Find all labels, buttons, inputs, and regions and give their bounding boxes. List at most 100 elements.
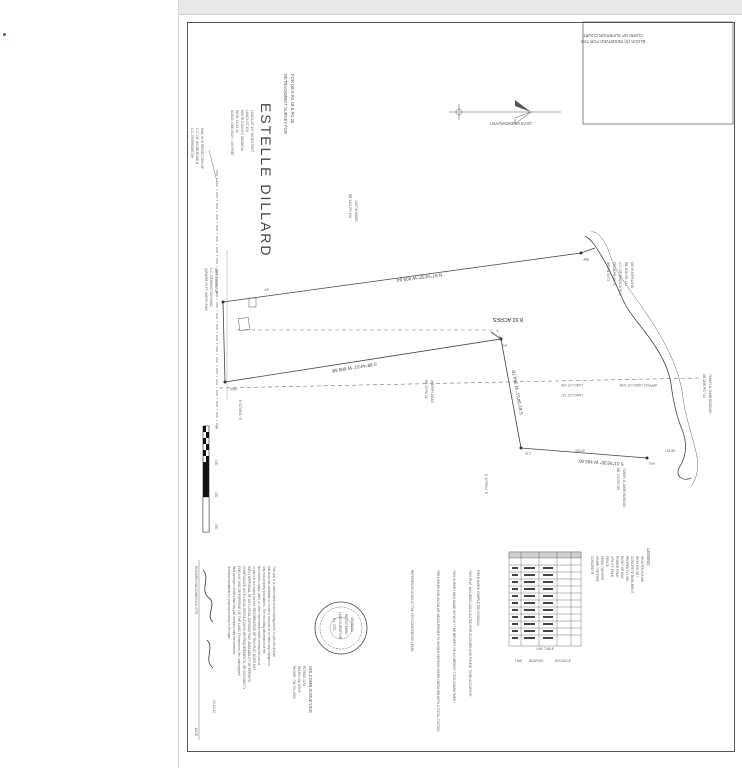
monument-label-6: MAG [229,387,237,391]
clerk-block-line-1: BLOCK (S) RESERVED FOR THE [581,39,646,44]
adjoiner-se-2: DB 1166 PG 714 [702,374,706,398]
land-lot-lower: LAND LOT 137 [561,393,583,397]
acreage-label: 8.92 ACRES [492,316,523,322]
bearing-tie: N 32°58'14" E [484,474,488,494]
cert-line-8: FOR ANY USE OR PURPOSE OF THE LAND. Furt… [237,566,241,676]
legend-item-1: IRON PIN FOUND [640,556,644,583]
cert-line-3: any real property boundaries. The record… [262,566,266,654]
legend-item-2: IRON PIN SET [635,556,639,577]
road-label-2: C.C. DENNINGTON ROAD [209,268,213,307]
date-label: DATE [194,728,198,736]
monument-label-2: RBF [583,257,589,261]
easement-lines [218,329,700,389]
bearing-road: N 01°56'51" E [238,400,242,420]
monument-label-5: FPS [649,461,655,465]
plat-border [187,22,735,752]
firm-name: HOLCOMB SURVEYING [308,666,313,713]
adjoiner-ne-1: KEITH KIRKLAND [630,262,634,289]
land-lot-line-label: APPROX LAND LOT LINE [619,383,657,387]
cert-line-6: IMPLY APPROVAL OF ANY LOCAL JURISDICTION… [247,566,251,683]
date-note: 10-13-14 [212,700,216,713]
surveyor-seal [314,601,368,655]
location-line-2: LAND LOT 128 [245,110,249,132]
distance-1: 318.90' [575,449,586,453]
marker-dot [3,33,6,36]
monument-label-4: CTP [525,451,531,455]
legend-item-9: OPEN TOP PIPE [600,556,604,580]
firm-line-2: PO BOX 1234 [302,666,306,686]
north-arrow-label: USA/NAD83/GA EAST [490,121,533,126]
surveyor-signature [202,569,214,669]
legend-item-3: CONCRETE MONUMENT [630,556,634,594]
plat-sheet: BLOCK (S) RESERVED FOR THE CLERK OF SUPE… [178,0,742,768]
location-line-1: LAND LOT 137 9th DISTRICT [250,110,254,153]
begin-label-1: NAIL IN INTERSECTION OF [200,128,204,169]
bearing-north: N 87°53'32" W 909.84' [396,272,442,283]
line-table-header-2: BEARING [529,659,544,663]
cert-line-10: technical standards for property surveys… [227,566,231,639]
boundary-lines [222,247,648,459]
firm-line-3: HELEN, GA 30545 [297,666,301,693]
firm-line-4: PHONE: 706-754-0000 [292,666,296,699]
legend-title: LEGEND [646,548,651,565]
adjoiner-south-2: PB 10 PG 51 [424,380,428,399]
begin-label-2: C.C. OF JACOB ROAD & [195,128,199,165]
surveyor-name: RICHARD HOLCOMB RLS# 2752 [194,566,198,615]
creek-boundary [584,235,692,480]
adjoiner-se-1: TAMMY & JAMIE BONDON [708,374,712,414]
adjoiner-ne-2: DB 1136 PG 434 [624,262,628,286]
cert-line-7: COMPLIANCE WITH LOCAL REGULATIONS OR REQ… [242,566,246,690]
note-4: REFERENCE LEVEL AT THE 95% CONFIDENCE LE… [410,570,414,652]
seal-text-4: No. 2752 [332,618,336,631]
cert-line-1: This plat is a retracement of an existin… [272,566,276,657]
cert-line-2: and does not subdivide or create a new p… [267,566,271,666]
monument-label-1: IPF [264,287,269,291]
line-table-header-1: LINE [515,659,522,663]
scale-label-300: 300 [214,524,218,530]
survey-subtitle-1: FOR DB 5 PG 18 & PG 20 [290,74,295,124]
adjoiner-sb-2: DB 722 PG 392 [616,468,620,491]
clerk-block [582,21,734,125]
note-1: THIS PLAT HAS BEEN CALCULATED FOR CLOSUR… [468,570,472,696]
line-table [508,551,582,647]
adjoiner-ne-4: FROM PB 45/73 [612,262,616,286]
location-line-4: DATE: 10-13-14 [235,110,239,133]
bearing-south-east: S 01°56'39" W 483.00' [578,458,624,466]
road-label-1: CENTERLINE OF [214,268,218,294]
legend-item-8: FENCE [605,556,609,567]
legend-item-4: PROPERTY LINE [625,556,629,581]
seal-text-2: REGISTERED [344,614,348,635]
legend: LEGEND IRON PIN FOUND IRON PIN SET CONCR… [590,548,651,594]
line-table-title: LINE TABLE [536,647,554,651]
line-table-cells [512,567,553,639]
scale-bar [202,425,210,533]
distance-2: 163.86' [665,449,676,453]
clerk-block-line-2: CLERK OF SUPERIOR COURT [583,33,643,38]
note-2: THIS SURVEY WAS MADE WITHOUT THE BENEFIT… [452,570,456,703]
north-arrow-icon [449,100,561,125]
legend-item-5: RIGHT OF WAY [620,556,624,580]
legend-item-6: POWER POLE [615,556,619,577]
line-table-header-3: DISTANCE [555,659,571,663]
cert-line-4: documents, maps, plats, or other instrum… [257,566,261,666]
seal-text-3: LAND SURVEYOR [338,612,342,640]
legend-item-10: CRIMP TOP PIPE [595,556,599,582]
bearing-south: S 89°44'31" W 609.59' [331,361,377,373]
cert-line-9: land surveyor certifies that this plat c… [232,566,236,655]
adjoiner-south-1: SHERRY DEAN [430,380,434,404]
scale-label-0: 0 [214,426,218,428]
road-label-3: (GRAVEL 40 FT. WIDTH R/W) [204,268,208,311]
begin-leader [208,149,218,183]
survey-drawing: BLOCK (S) RESERVED FOR THE CLERK OF SUPE… [190,21,734,740]
survey-notes: FIELD WORK COMPLETED 9/29/2014 THIS PLAT… [410,570,480,732]
bearing-east: S 81°34'51" W 344.76' [511,369,524,415]
certification-block: This plat is a retracement of an existin… [227,566,276,690]
adjoiner-ne-5: IPF PB 50/73 [606,262,610,281]
survey-title: ESTELLE DILLARD [258,103,274,258]
adjoiner-north-2: DB 1824 PG 198 [348,194,352,218]
seal-text-1: GEORGIA [350,617,354,633]
location-line-5: SCALE: ONE INCH = 100 FEET [230,110,234,156]
adjoiner-sb-1: TAMMY & JAMIE BONDON [622,468,626,508]
adjoiner-north-1: JUSTIN WARD [354,200,358,222]
note-3: THE LINEAR AND ANGULAR MEASUREMENTS SHOW… [436,570,440,732]
